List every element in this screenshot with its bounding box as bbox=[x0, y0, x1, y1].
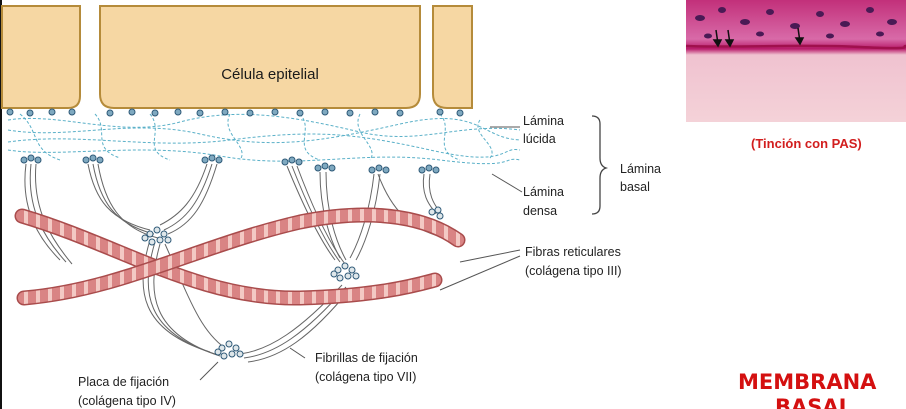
lamina-lucida-network bbox=[8, 114, 520, 164]
label-fibrillas-1: Fibrillas de fijación bbox=[315, 351, 418, 365]
micrograph-caption: (Tinción con PAS) bbox=[751, 136, 862, 151]
pas-micrograph bbox=[686, 0, 906, 122]
label-lamina-densa-1: Lámina bbox=[523, 185, 564, 199]
label-lamina-densa-2: densa bbox=[523, 204, 557, 218]
lamina-basal-brace bbox=[592, 116, 606, 214]
label-placa-1: Placa de fijación bbox=[78, 375, 169, 389]
label-fibrillas-2: (colágena tipo VII) bbox=[315, 370, 416, 384]
title-line-2: BASAL bbox=[775, 395, 852, 409]
cell-label: Célula epitelial bbox=[221, 66, 319, 83]
anchoring-fibrils bbox=[25, 164, 441, 362]
label-fibras-2: (colágena tipo III) bbox=[525, 264, 622, 278]
title-line-1: MEMBRANA bbox=[738, 370, 877, 394]
label-lamina-basal-1: Lámina bbox=[620, 162, 661, 176]
label-lamina-basal-2: basal bbox=[620, 180, 650, 194]
label-lamina-lucida-2: lúcida bbox=[523, 132, 556, 146]
membrane-dots bbox=[7, 109, 463, 116]
label-placa-2: (colágena tipo IV) bbox=[78, 394, 176, 408]
label-fibras-1: Fibras reticulares bbox=[525, 245, 621, 259]
label-lamina-lucida-1: Lámina bbox=[523, 114, 564, 128]
reticular-fibers bbox=[22, 215, 458, 298]
epithelial-cells bbox=[2, 6, 472, 108]
